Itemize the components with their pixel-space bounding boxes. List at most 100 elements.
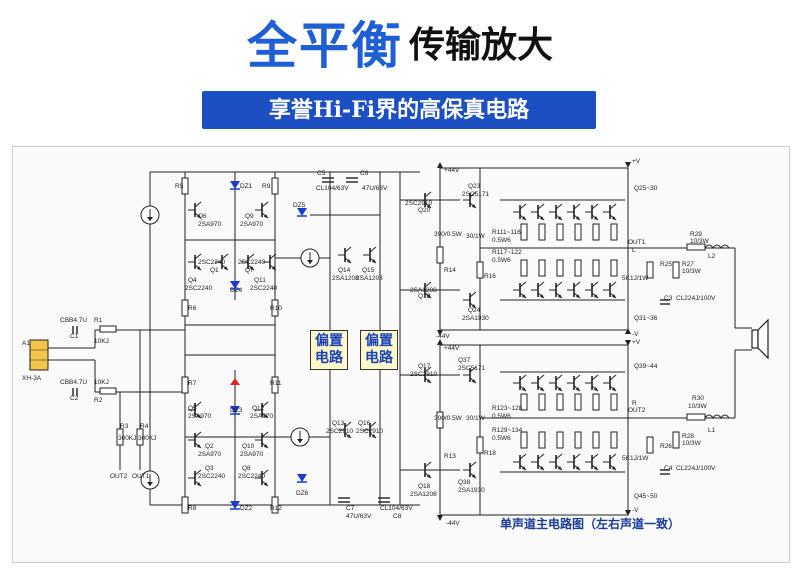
label-r28v: 10/3W [682, 440, 702, 447]
label-out1a: OUT1 [132, 473, 150, 480]
label-q19: Q19 [418, 293, 431, 300]
label-q31: Q31~36 [634, 315, 658, 322]
label-r12: R12 [270, 505, 282, 512]
label-r14v: 390/0.5W [434, 231, 463, 238]
bias-circuit-box-left: 偏置 电路 [310, 330, 348, 370]
label-out2a: OUT2 [110, 473, 128, 480]
label-q9t: 2SA970 [240, 221, 264, 228]
label-q24: Q24 [468, 307, 481, 314]
label-r30: R30 [692, 395, 704, 402]
label-c2: CBB4.7U [60, 379, 87, 386]
label-a1: A1 [22, 340, 30, 347]
label-r129v: 0.5W6 [492, 435, 511, 442]
label-c1: CBB4.7U [60, 317, 87, 324]
label-q20: Q20 [418, 207, 431, 214]
label-q11t: 2SC2240 [250, 285, 277, 292]
label-q15t: 2SA1208 [356, 275, 383, 282]
label-q1t: 2SC2240 [198, 259, 225, 266]
label-q4: Q4 [188, 277, 197, 284]
label-r16: R16 [484, 273, 496, 280]
label-q17: Q17 [418, 363, 431, 370]
label-q5: Q5 [188, 405, 197, 412]
label-q17t: 2SC2910 [410, 371, 437, 378]
label-dz2: DZ2 [240, 505, 253, 512]
label-r4: R4 [140, 423, 149, 430]
label-c6: C6 [360, 170, 369, 177]
label-c8: C8 [393, 513, 402, 520]
label-q8: Q8 [242, 465, 251, 472]
label-out1: OUT1 [628, 239, 646, 246]
label-q12: Q12 [252, 405, 265, 412]
label-minus-v1: -V [632, 331, 639, 338]
label-r30v: 10/3W [688, 403, 708, 410]
label-q7t: 2SC2240 [238, 259, 265, 266]
label-c2n: C2 [70, 395, 79, 402]
label-r13: R13 [444, 453, 456, 460]
label-plus-v1: +V [632, 158, 641, 165]
label-r1v: 10KJ [94, 338, 109, 345]
label-q25: Q25~30 [634, 185, 658, 192]
label-r1: R1 [94, 317, 103, 324]
label-r3: R3 [120, 423, 129, 430]
label-q6t: 2SA970 [198, 221, 222, 228]
label-q8t: 2SC2240 [238, 473, 265, 480]
label-r29v: 10/3W [690, 238, 710, 245]
label-q9: Q9 [245, 213, 254, 220]
label-q16t: 2SC2910 [356, 428, 383, 435]
label-dz1: DZ1 [240, 183, 253, 190]
label-q3: Q3 [205, 465, 214, 472]
label-q16: Q16 [358, 420, 371, 427]
label-r18: R18 [484, 450, 496, 457]
label-q10t: 2SA970 [240, 451, 264, 458]
label-r3v: 300KJ [118, 435, 136, 442]
label-q37: Q37 [458, 357, 471, 364]
label-dz4: DZ4 [230, 287, 243, 294]
label-q7: Q7 [245, 267, 254, 274]
label-r14: R14 [444, 267, 456, 274]
label-q24t: 2SA1930 [462, 315, 489, 322]
label-r9: R9 [262, 183, 271, 190]
label-q18t: 2SA1208 [410, 491, 437, 498]
title-main: 全平衡 [246, 17, 403, 75]
label-dz5: DZ5 [293, 202, 306, 209]
label-c8v: CL104/63V [380, 505, 413, 512]
label-q20t: 2SC2910 [405, 200, 432, 207]
label-r18v: 30/1W [466, 415, 486, 422]
label-c4v: CL224J/100V [676, 465, 716, 472]
label-r26v: 5K1J/1W [622, 455, 649, 462]
label-r2v: 10KJ [94, 379, 109, 386]
subtitle-banner: 享誉Hi-Fi界的高保真电路 [202, 91, 596, 129]
label-r16v: 30/1W [466, 233, 486, 240]
label-r26: R26 [660, 443, 672, 450]
label-plus44-mid: +44V [444, 345, 460, 352]
label-minus44-mid: -44V [436, 333, 450, 340]
label-c7v: 47U/63V [346, 513, 372, 520]
label-q13: Q13 [332, 420, 345, 427]
label-r25v: 5K1J/1W [622, 275, 649, 282]
label-q2: Q2 [205, 443, 214, 450]
label-r28: R28 [682, 433, 694, 440]
label-q14t: 2SA1208 [332, 275, 359, 282]
label-r-mark: R [632, 400, 637, 407]
label-plus44-top: +44V [444, 167, 460, 174]
label-q23t: 2SC5171 [462, 191, 489, 198]
label-q37t: 2SC5171 [458, 365, 485, 372]
label-r27: R27 [682, 261, 694, 268]
label-q38: Q38 [458, 479, 471, 486]
label-r111: R111~116 [492, 229, 521, 236]
label-q12t: 2SA970 [250, 413, 274, 420]
label-r2: R2 [94, 397, 103, 404]
label-q3t: 2SC2240 [198, 473, 225, 480]
label-c7: C7 [346, 505, 355, 512]
label-r7: R7 [188, 380, 197, 387]
label-l2: L2 [708, 253, 716, 260]
label-c6v: 47U/63V [362, 185, 388, 192]
label-q5t: 2SA970 [188, 413, 212, 420]
bias-circuit-box-right: 偏置 电路 [360, 330, 398, 370]
label-q4t: 2SC2240 [185, 285, 212, 292]
label-r117v: 0.5W6 [492, 257, 511, 264]
label-r15v: 390/0.5W [434, 415, 463, 422]
label-r6: R6 [188, 305, 197, 312]
label-r123: R123~128 [492, 405, 523, 412]
